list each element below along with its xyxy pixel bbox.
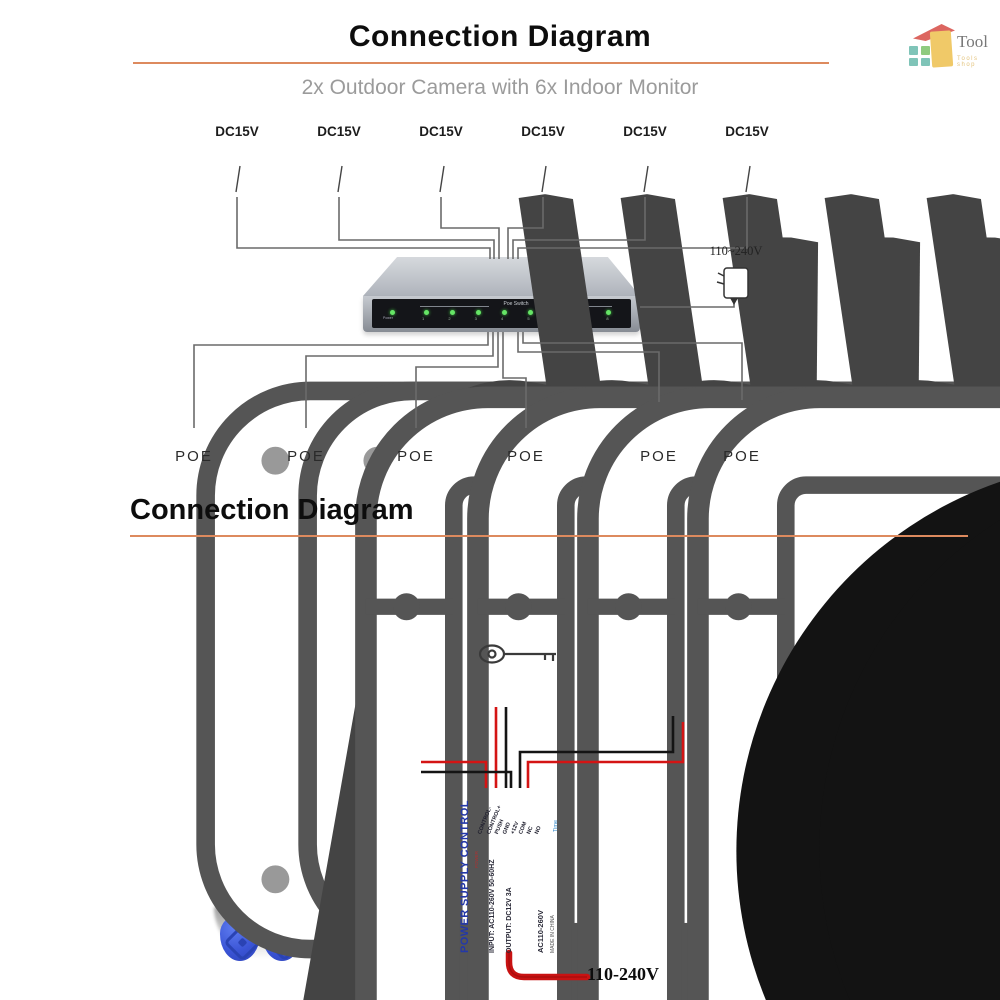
door-exit-pad — [466, 615, 584, 693]
strike-body — [666, 606, 708, 718]
red-wires — [421, 707, 685, 788]
switch-port-led — [450, 310, 455, 315]
call-button-label: CALL — [303, 768, 343, 782]
section2-title: Connection Diagram — [130, 494, 414, 526]
ir-led — [361, 640, 371, 650]
switch-port-led — [502, 310, 507, 315]
rfid-keyfob — [260, 884, 304, 970]
ir-led — [361, 676, 371, 686]
terminal-screw — [524, 787, 530, 793]
terminal-screw — [484, 787, 490, 793]
door-label: DOOR — [502, 629, 553, 640]
terminal-screw — [492, 787, 498, 793]
poe-label: POE — [175, 448, 213, 465]
dc-plug-icon — [722, 182, 1000, 1000]
poe-label: POE — [723, 448, 761, 465]
poe-camera — [736, 461, 1000, 1000]
poe-door-station — [588, 397, 1000, 1000]
screw-icon — [707, 556, 716, 565]
psu-output-spec: OUTPUT: DC12V 3A — [506, 887, 513, 953]
strike-slot — [712, 668, 717, 698]
mains-voltage-label: 110-240V — [587, 964, 659, 984]
dc15v-label: DC15V — [725, 124, 769, 139]
ir-led — [262, 640, 272, 650]
psu-input-spec: INPUT: AC110-260V 50-60HZ — [489, 859, 496, 953]
screw-icon — [710, 757, 719, 766]
psu-mount-ear — [565, 844, 587, 912]
poe-label: POE — [640, 448, 678, 465]
section2-underline — [130, 535, 968, 537]
screw-icon — [709, 697, 718, 706]
switch-port-led — [580, 310, 585, 315]
ir-led — [262, 658, 272, 668]
call-button-divider — [299, 792, 345, 794]
logo-name: Tool — [957, 32, 988, 51]
doorbell-status-dot — [259, 840, 266, 847]
black-wires — [421, 707, 675, 788]
terminal-screw — [532, 787, 538, 793]
ir-led — [262, 676, 272, 686]
logo-house-icon — [929, 30, 954, 68]
rfid-keyfob — [343, 884, 387, 970]
psu-voltage-label: AC110-260V — [536, 910, 545, 953]
dc-plug-icon — [620, 182, 1000, 1000]
poe-label: POE — [287, 448, 325, 465]
logo-tagline: Tools shop — [957, 56, 979, 68]
psu-power-led — [482, 843, 489, 850]
switch-port-led — [554, 310, 559, 315]
section1-subtitle: 2x Outdoor Camera with 6x Indoor Monitor — [301, 76, 699, 99]
poe-switch-top — [363, 257, 640, 296]
switch-panel-label: Poe Switch — [489, 301, 543, 307]
dc15v-label: DC15V — [521, 124, 565, 139]
terminal-screw — [516, 787, 522, 793]
terminal-screw — [500, 787, 506, 793]
switch-port-led — [476, 310, 481, 315]
dc-cords — [235, 165, 751, 193]
door-exit-strip — [476, 622, 570, 626]
terminal-screw — [540, 787, 546, 793]
logo-window-icon — [909, 46, 930, 66]
ac-adapter-icon — [716, 267, 749, 305]
switch-port-led — [606, 310, 611, 315]
shop-logo: Tool Tools shop — [903, 22, 998, 80]
switch-adapter-label: 110~240V — [709, 244, 763, 258]
dc15v-label: DC15V — [623, 124, 667, 139]
ir-led — [361, 658, 371, 668]
section1-underline — [133, 62, 829, 64]
switch-port-numbers: 1 2 3 4 5 6 7 8 — [422, 316, 609, 321]
switch-port-led — [528, 310, 533, 315]
id-card-label: ID CARD — [310, 816, 334, 822]
rfid-keyfob — [218, 884, 262, 970]
poe-camera — [819, 459, 1000, 1000]
psu-made-in: MADE IN CHINA — [550, 915, 556, 953]
poe-label: POE — [507, 448, 545, 465]
indoor-monitor — [716, 391, 1000, 949]
poe-door-station — [698, 397, 1000, 1000]
exit-label: EXIT — [506, 666, 549, 677]
psu-power-label: POWER — [474, 850, 479, 868]
poe-label: POE — [397, 448, 435, 465]
psu-brand-label: Time — [553, 819, 559, 832]
terminal-screw — [508, 787, 514, 793]
section1-title: Connection Diagram — [348, 20, 652, 53]
dc15v-label: DC15V — [317, 124, 361, 139]
rfid-signal-icon — [307, 798, 333, 815]
rfid-keyfob — [302, 884, 346, 970]
dc15v-label: DC15V — [419, 124, 463, 139]
rfid-keyfob — [385, 884, 429, 970]
switch-power-label: Power — [383, 316, 393, 320]
switch-power-led — [390, 310, 395, 315]
switch-port-led — [424, 310, 429, 315]
dc15v-label: DC15V — [215, 124, 259, 139]
terminal-screw — [476, 787, 482, 793]
doorbell-camera-lens — [297, 641, 339, 683]
dc-plug-icon — [824, 182, 1000, 1000]
psu-title: POWER SUPPLY CONTROL — [459, 800, 471, 953]
strike-slot — [712, 622, 717, 652]
